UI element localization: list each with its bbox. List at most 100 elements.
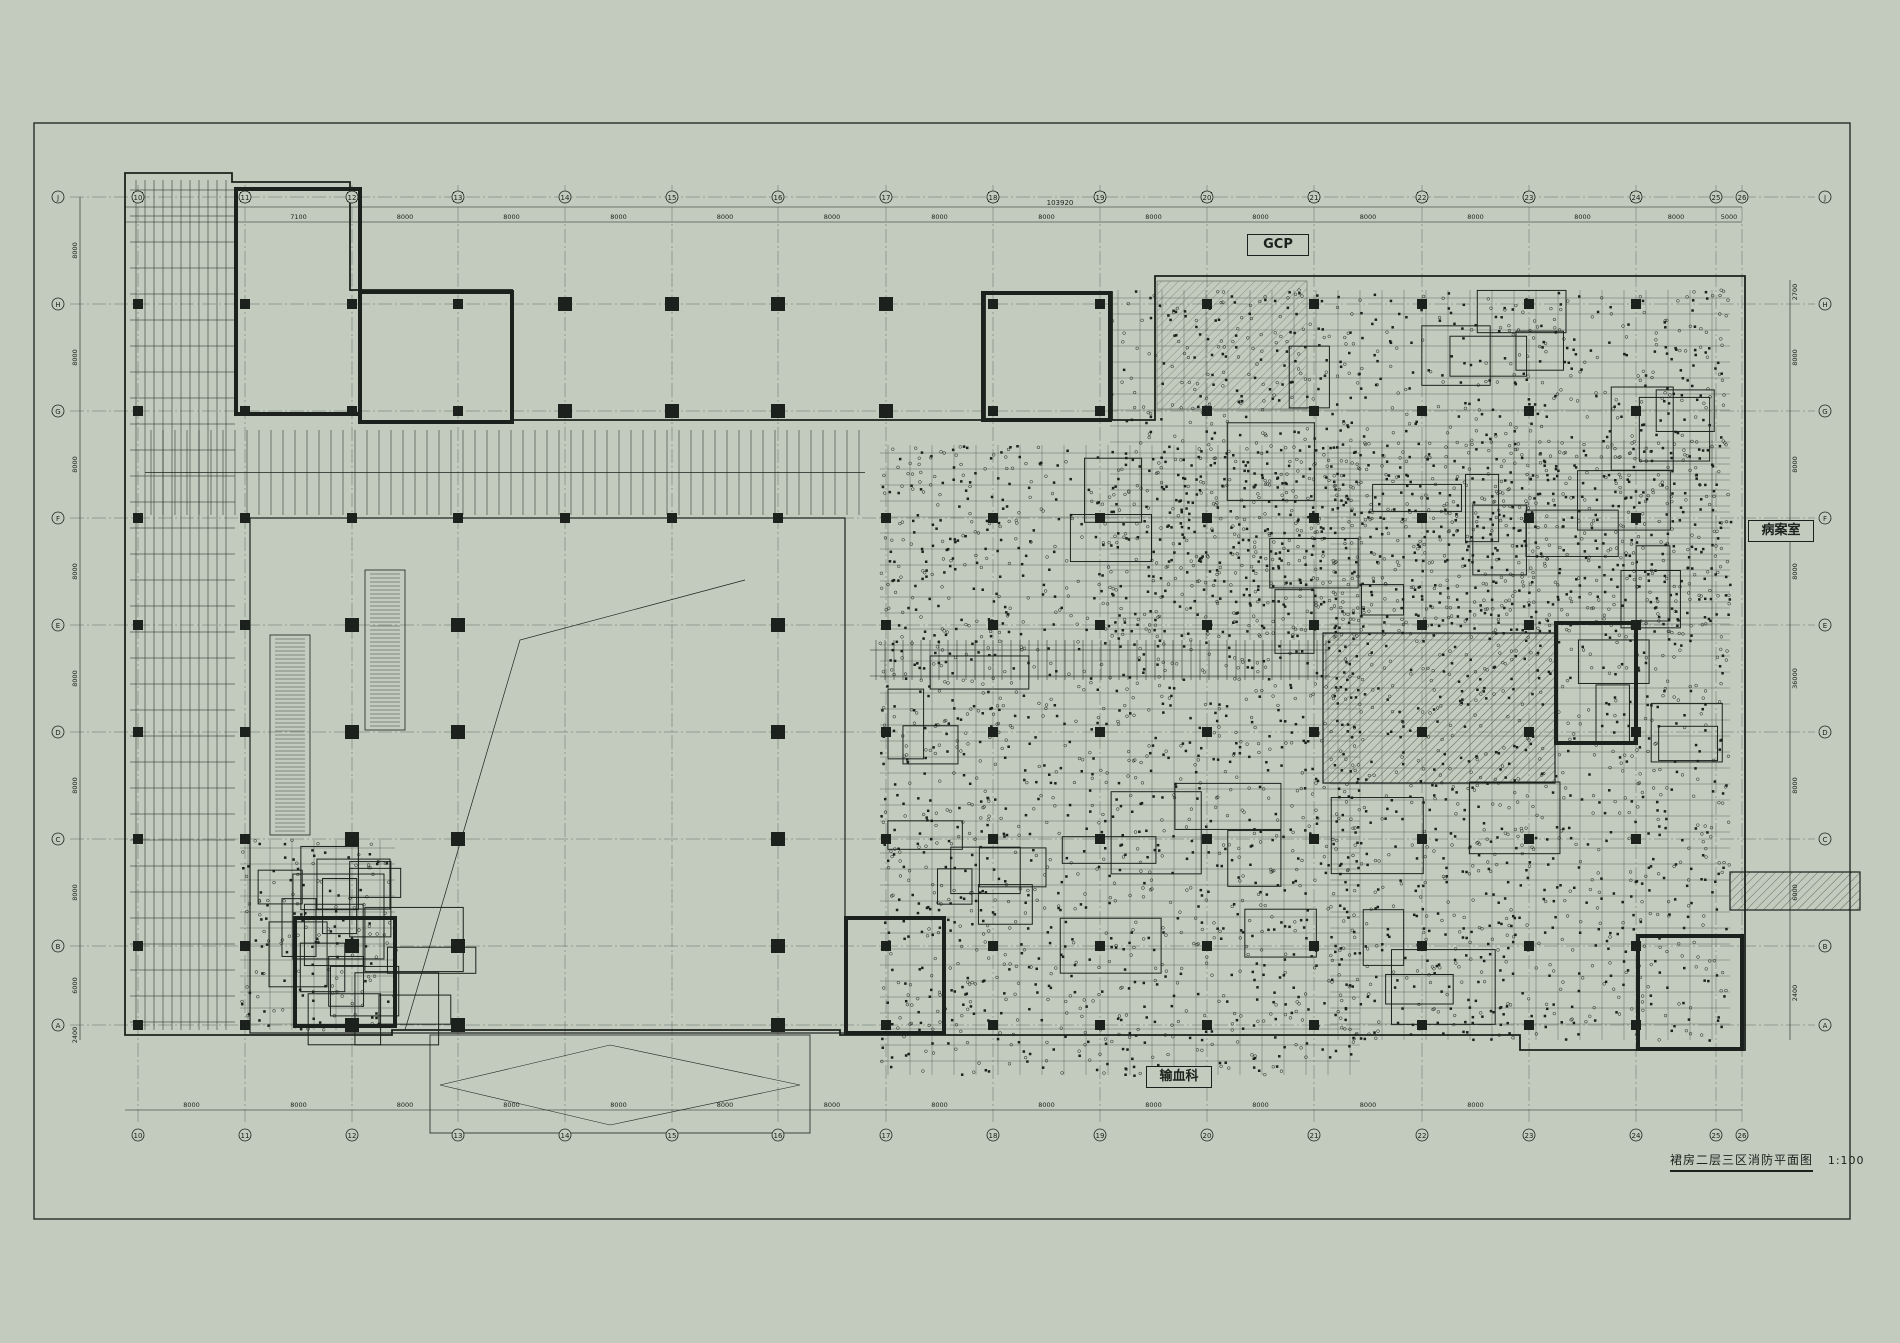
detector <box>1419 496 1424 500</box>
column <box>1631 941 1641 951</box>
sprinkler-head <box>925 575 928 578</box>
sprinkler-head <box>1310 495 1313 498</box>
sprinkler-head <box>1531 474 1535 477</box>
sprinkler-head <box>986 796 989 800</box>
detector <box>1203 303 1208 307</box>
sprinkler-head <box>1608 341 1611 344</box>
sprinkler-head <box>925 816 928 819</box>
sprinkler-head <box>1615 1011 1618 1014</box>
detector <box>1694 965 1698 969</box>
sprinkler-head <box>1142 671 1145 674</box>
detector <box>1595 906 1600 910</box>
sprinkler-head <box>1671 492 1674 495</box>
detector <box>882 473 886 478</box>
sprinkler-head <box>1412 913 1416 917</box>
sprinkler-head <box>1512 526 1516 530</box>
detector <box>1032 665 1036 669</box>
detector <box>1237 855 1241 859</box>
detector <box>1152 293 1156 298</box>
detector <box>1342 612 1346 616</box>
sprinkler-head <box>953 990 957 993</box>
sprinkler-head <box>918 832 922 835</box>
sprinkler-head <box>978 740 982 744</box>
sprinkler-head <box>1028 1007 1031 1011</box>
sprinkler-head <box>1679 506 1683 509</box>
sprinkler-head <box>1573 886 1576 890</box>
sprinkler-head <box>1054 782 1057 785</box>
detector <box>1242 810 1246 814</box>
sprinkler-head <box>1711 543 1714 547</box>
sprinkler-head <box>998 708 1001 712</box>
detector <box>1520 702 1525 706</box>
sprinkler-head <box>1405 429 1408 433</box>
sprinkler-head <box>1526 876 1530 880</box>
sprinkler-head <box>1117 477 1120 481</box>
detector <box>958 924 962 928</box>
detector <box>1508 1003 1513 1007</box>
sprinkler-head <box>1298 578 1302 582</box>
sprinkler-head <box>1657 615 1661 619</box>
sprinkler-head <box>1697 448 1701 451</box>
detector <box>1026 888 1030 893</box>
sprinkler-head <box>1543 460 1547 464</box>
detector <box>1652 768 1656 773</box>
detector <box>1240 898 1245 903</box>
sprinkler-head <box>1624 598 1627 602</box>
detector <box>1222 439 1226 443</box>
detector <box>968 511 972 516</box>
sprinkler-head <box>1353 451 1356 454</box>
sprinkler-head <box>1001 622 1005 625</box>
detector <box>1391 970 1396 974</box>
detector <box>1708 502 1712 507</box>
detector <box>1150 887 1154 891</box>
detector <box>1273 331 1277 335</box>
sprinkler-head <box>1252 1057 1256 1061</box>
sprinkler-head <box>1242 593 1246 597</box>
sprinkler-head <box>1397 312 1401 316</box>
sprinkler-head <box>1006 613 1010 616</box>
sprinkler-head <box>1199 395 1202 398</box>
detector <box>1299 529 1304 533</box>
sprinkler-head <box>1499 768 1502 771</box>
sprinkler-head <box>1404 956 1407 960</box>
sprinkler-head <box>1108 901 1111 905</box>
sprinkler-head <box>918 1028 921 1032</box>
sprinkler-head <box>995 592 998 596</box>
sprinkler-head <box>1546 502 1550 505</box>
detector <box>1345 782 1349 787</box>
building-walls <box>124 172 1861 1134</box>
sprinkler-head <box>1723 995 1726 998</box>
detector <box>1120 985 1124 990</box>
sprinkler-head <box>944 660 948 664</box>
sprinkler-head <box>1161 595 1164 598</box>
detector <box>1582 442 1586 447</box>
sprinkler-head <box>1253 485 1256 489</box>
sprinkler-head <box>1637 305 1640 309</box>
detector <box>1666 900 1671 904</box>
sprinkler-head <box>1187 526 1190 530</box>
detector <box>1291 633 1295 637</box>
detector <box>1516 834 1520 839</box>
sprinkler-head <box>1183 310 1187 313</box>
sprinkler-head <box>935 527 938 530</box>
detector <box>1405 502 1409 506</box>
detector <box>1355 462 1359 466</box>
sprinkler-head <box>1334 597 1338 601</box>
detector <box>917 456 921 460</box>
detector <box>897 564 901 569</box>
detector <box>1608 961 1612 965</box>
detector <box>1683 349 1688 353</box>
detector <box>1587 555 1591 559</box>
sprinkler-head <box>916 514 920 517</box>
sheet-border <box>33 122 1851 1220</box>
sprinkler-head <box>1497 621 1500 625</box>
detector <box>1529 566 1533 570</box>
detector <box>1440 737 1444 742</box>
detector <box>1608 765 1612 770</box>
sprinkler-head <box>1401 598 1405 601</box>
sprinkler-head <box>1621 926 1624 930</box>
sprinkler-head <box>1347 621 1351 624</box>
sprinkler-head <box>1161 796 1164 799</box>
detector <box>1140 318 1144 322</box>
detector <box>1397 628 1401 633</box>
